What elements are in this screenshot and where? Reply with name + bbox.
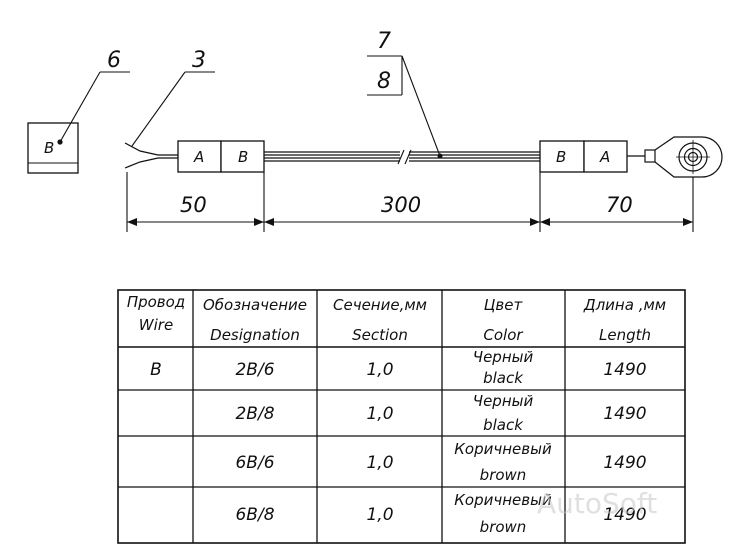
callout-3-label: 3 bbox=[192, 48, 206, 73]
ring-terminal bbox=[627, 136, 723, 178]
cell-color-ru: Коричневый bbox=[454, 440, 552, 458]
dimension-70: 70 bbox=[606, 193, 633, 217]
right-connector-cell-2: A bbox=[599, 148, 610, 166]
header-section-en: Section bbox=[352, 326, 408, 344]
cell-length: 1490 bbox=[603, 404, 646, 424]
cell-length: 1490 bbox=[603, 505, 646, 525]
cell-length: 1490 bbox=[603, 360, 646, 380]
left-connector-cell-2: В bbox=[238, 148, 248, 166]
table-row: 6В/6 1,0 Коричневый brown 1490 bbox=[235, 440, 646, 484]
cell-section: 1,0 bbox=[366, 360, 393, 380]
cell-designation: 2В/8 bbox=[235, 404, 274, 424]
dimension-50: 50 bbox=[180, 193, 207, 217]
cell-section: 1,0 bbox=[366, 404, 393, 424]
cell-color-en: black bbox=[483, 416, 524, 434]
table-header: Провод Wire Обозначение Designation Сече… bbox=[127, 293, 666, 344]
right-connector-cell-1: В bbox=[556, 148, 566, 166]
header-designation-ru: Обозначение bbox=[203, 296, 307, 314]
cell-designation: 6В/8 bbox=[235, 505, 274, 525]
stripped-wire-ends bbox=[124, 142, 178, 169]
header-color-ru: Цвет bbox=[484, 296, 524, 314]
header-section-ru: Сечение,мм bbox=[333, 296, 427, 314]
header-length-en: Length bbox=[599, 326, 651, 344]
header-wire-en: Wire bbox=[139, 316, 173, 334]
wire-table: Провод Wire Обозначение Designation Сече… bbox=[117, 289, 686, 544]
cell-designation: 6В/6 bbox=[235, 453, 274, 473]
right-connector: В A bbox=[539, 140, 628, 173]
cell-color-en: brown bbox=[480, 518, 527, 536]
header-length-ru: Длина ,мм bbox=[583, 296, 666, 314]
cell-color-ru: Черный bbox=[473, 348, 534, 366]
header-designation-en: Designation bbox=[210, 326, 300, 344]
left-box-label: В bbox=[44, 139, 54, 157]
table-row: В 2В/6 1,0 Черный black 1490 bbox=[150, 348, 646, 387]
table-row: 6В/8 1,0 Коричневый brown 1490 bbox=[235, 491, 646, 536]
wire-bundle bbox=[264, 149, 540, 165]
cell-color-ru: Черный bbox=[473, 392, 534, 410]
callout-6: 6 bbox=[59, 48, 130, 143]
left-connector-cell-1: A bbox=[193, 148, 204, 166]
cell-section: 1,0 bbox=[366, 453, 393, 473]
cell-color-ru: Коричневый bbox=[454, 491, 552, 509]
callout-7-8: 7 8 bbox=[367, 29, 443, 159]
header-wire-ru: Провод bbox=[127, 293, 185, 311]
left-label-box: В bbox=[27, 122, 79, 174]
cell-wire: В bbox=[150, 360, 162, 380]
callout-6-label: 6 bbox=[107, 48, 121, 73]
callout-3: 3 bbox=[131, 48, 215, 147]
dimension-lines bbox=[126, 172, 694, 232]
cell-length: 1490 bbox=[603, 453, 646, 473]
dimension-300: 300 bbox=[381, 193, 421, 217]
watermark: AutoSoft bbox=[537, 487, 657, 520]
cell-color-en: black bbox=[483, 369, 524, 387]
cell-designation: 2В/6 bbox=[235, 360, 274, 380]
callout-7-label: 7 bbox=[377, 29, 391, 54]
callout-8-label: 8 bbox=[377, 69, 391, 94]
table-row: 2В/8 1,0 Черный black 1490 bbox=[235, 392, 646, 434]
header-color-en: Color bbox=[483, 326, 523, 344]
cell-section: 1,0 bbox=[366, 505, 393, 525]
left-connector: A В bbox=[177, 140, 265, 173]
cell-color-en: brown bbox=[480, 466, 527, 484]
